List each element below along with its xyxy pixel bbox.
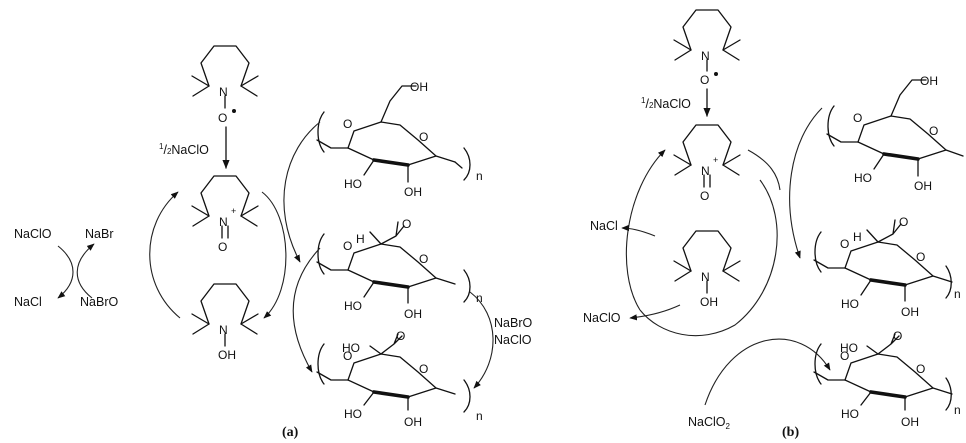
naclo-label-a: NaClO: [14, 227, 52, 241]
svg-text:HO: HO: [854, 171, 872, 185]
arrow-to-nacl-b: [621, 224, 656, 237]
svg-text:HO: HO: [342, 341, 360, 355]
tempo-radical-a: N O: [191, 45, 259, 125]
svg-text:O: O: [899, 215, 908, 229]
svg-text:OH: OH: [700, 295, 718, 309]
arc-naclo2-b: [704, 338, 831, 406]
svg-text:OH: OH: [404, 185, 422, 199]
glucose-unit-3-b: HO O O O HO OH n: [813, 329, 961, 429]
svg-text:OH: OH: [901, 305, 919, 319]
nacl-label-b: NaCl: [590, 219, 618, 233]
svg-text:O: O: [893, 329, 902, 343]
glucose-unit-2-b: H O O O HO OH n: [813, 215, 961, 319]
tempo-o-label: O: [218, 111, 227, 125]
svg-text:O: O: [853, 111, 862, 125]
cycle-arc-left-b: [625, 149, 666, 311]
svg-text:OH: OH: [920, 74, 938, 88]
svg-text:N: N: [219, 323, 228, 337]
svg-text:H: H: [356, 232, 365, 246]
svg-text:O: O: [700, 189, 709, 203]
svg-text:N: N: [219, 215, 228, 229]
svg-text:n: n: [476, 409, 483, 423]
arc-cellulose-1-to-2-a: [283, 121, 321, 263]
svg-text:HO: HO: [840, 341, 858, 355]
nabro-label-a: NaBrO: [80, 295, 118, 309]
svg-text:n: n: [476, 291, 483, 305]
svg-text:OH: OH: [410, 80, 428, 94]
svg-text:O: O: [402, 217, 411, 231]
svg-text:O: O: [343, 117, 352, 131]
caption-b: (b): [782, 425, 799, 440]
arc-right-reagent-a: [469, 291, 494, 389]
oxoammonium-ion-b: N + O: [673, 124, 741, 203]
svg-text:O: O: [916, 362, 925, 376]
svg-text:O: O: [419, 252, 428, 266]
half-naclo-label-a: 1/2NaClO: [159, 142, 209, 157]
naclo-to-nacl-arc: [57, 245, 74, 299]
nacl-label-a: NaCl: [14, 295, 42, 309]
svg-text:O: O: [840, 349, 849, 363]
half-naclo-label-b: 1/2NaClO: [641, 96, 691, 111]
naclo2-label-b: NaClO2: [688, 415, 731, 431]
cycle-arc-right-a: [261, 191, 287, 319]
tempo-n-label: N: [219, 85, 228, 99]
svg-text:HO: HO: [841, 297, 859, 311]
svg-text:HO: HO: [344, 407, 362, 421]
panel-a: N O 1/2NaClO N + O N OH N: [14, 45, 532, 440]
panel-b: N O 1/2NaClO N + O N OH N: [583, 9, 964, 440]
svg-text:n: n: [476, 169, 483, 183]
svg-text:O: O: [343, 349, 352, 363]
glucose-unit-3-a: HO O O O HO OH n: [316, 329, 483, 429]
hydroxylamine-a: N OH: [191, 283, 259, 362]
radical-dot: [232, 109, 236, 113]
arc-cellulose-1-to-2-b: [789, 107, 823, 259]
svg-text:HO: HO: [841, 407, 859, 421]
svg-text:O: O: [840, 237, 849, 251]
svg-text:OH: OH: [404, 307, 422, 321]
radical-dot-b: [714, 72, 718, 76]
arc-cellulose-2-to-3-a: [292, 247, 321, 373]
cycle-arc-left-a: [149, 191, 181, 319]
svg-text:n: n: [954, 403, 961, 417]
svg-text:O: O: [218, 240, 227, 254]
svg-text:H: H: [853, 230, 862, 244]
svg-text:OH: OH: [218, 348, 236, 362]
naclo-label-b: NaClO: [583, 311, 621, 325]
svg-text:O: O: [419, 130, 428, 144]
nabr-nabro-arc: [76, 243, 95, 299]
svg-text:OH: OH: [901, 415, 919, 429]
naclo-right-label-a: NaClO: [494, 333, 532, 347]
glucose-unit-1-a: OH O O HO OH n: [316, 80, 483, 199]
svg-text:HO: HO: [344, 299, 362, 313]
svg-text:O: O: [700, 73, 709, 87]
nabro-right-label-a: NaBrO: [494, 316, 532, 330]
svg-text:O: O: [343, 239, 352, 253]
cycle-arc-top-b: [747, 149, 781, 191]
svg-text:N: N: [701, 270, 710, 284]
svg-text:HO: HO: [344, 177, 362, 191]
cycle-arc-lower-b: [639, 179, 778, 337]
glucose-unit-1-b: OH O O HO OH: [826, 74, 964, 193]
svg-text:N: N: [701, 49, 710, 63]
svg-text:O: O: [396, 329, 405, 343]
tempo-radical-b: N O: [673, 9, 741, 87]
glucose-unit-2-a: H O O O HO OH n: [316, 217, 483, 321]
arrow-from-naclo-b: [629, 304, 681, 321]
svg-text:N: N: [701, 164, 710, 178]
svg-text:n: n: [954, 287, 961, 301]
caption-a: (a): [282, 425, 299, 440]
svg-text:O: O: [916, 250, 925, 264]
svg-text:OH: OH: [404, 415, 422, 429]
svg-text:+: +: [231, 206, 236, 216]
oxoammonium-ion-a: N + O: [191, 175, 259, 254]
svg-text:OH: OH: [914, 179, 932, 193]
svg-text:O: O: [419, 362, 428, 376]
svg-text:+: +: [713, 155, 718, 165]
nabr-label-a: NaBr: [85, 227, 113, 241]
hydroxylamine-b: N OH: [673, 230, 741, 309]
svg-text:O: O: [929, 124, 938, 138]
